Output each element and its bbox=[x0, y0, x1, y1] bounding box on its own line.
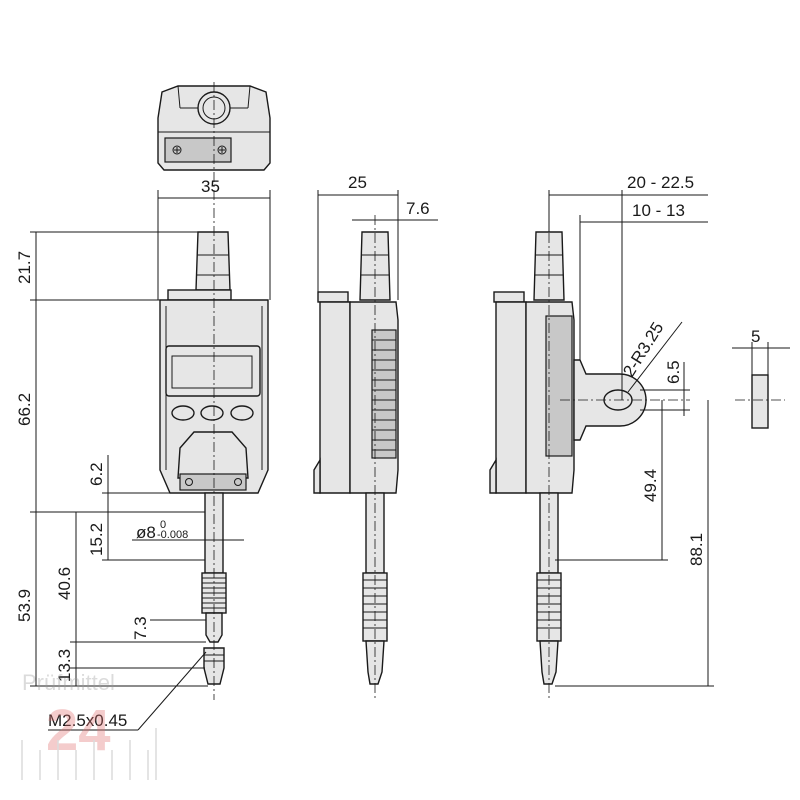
watermark-text: Prüfmittel bbox=[22, 670, 115, 695]
dim-20-22-5: 20 - 22.5 bbox=[627, 173, 694, 192]
dim-7-6: 7.6 bbox=[406, 199, 430, 218]
grip-ridges bbox=[372, 339, 396, 451]
dim-49-4: 49.4 bbox=[641, 469, 660, 502]
dim-stem-tol-upper: 0 bbox=[160, 519, 166, 531]
dim-88-1: 88.1 bbox=[687, 533, 706, 566]
dim-40-6: 40.6 bbox=[55, 567, 74, 600]
dim-13-3: 13.3 bbox=[55, 649, 74, 682]
dim-21-7: 21.7 bbox=[15, 251, 34, 284]
dim-stem-dia: ø8 bbox=[136, 523, 156, 542]
side-view-left bbox=[313, 215, 399, 700]
dim-10-13: 10 - 13 bbox=[632, 201, 685, 220]
dim-66-2: 66.2 bbox=[15, 393, 34, 426]
dim-7-3: 7.3 bbox=[131, 616, 150, 640]
dim-15-2: 15.2 bbox=[87, 523, 106, 556]
dim-thread: M2.5x0.45 bbox=[48, 711, 127, 730]
dim-35: 35 bbox=[201, 177, 220, 196]
watermark-number: 24 bbox=[46, 698, 111, 763]
dim-25: 25 bbox=[348, 173, 367, 192]
side-view-right bbox=[489, 215, 690, 700]
dim-5: 5 bbox=[751, 327, 760, 346]
dim-6-5: 6.5 bbox=[664, 360, 683, 384]
dim-53-9: 53.9 bbox=[15, 589, 34, 622]
dim-stem-tol: -0.008 bbox=[157, 529, 188, 541]
front-view bbox=[159, 82, 269, 700]
lug-section-view bbox=[735, 374, 785, 429]
watermark-logo: Prüfmittel 24 bbox=[21, 670, 157, 780]
dimension-lines bbox=[30, 190, 790, 731]
dim-6-2: 6.2 bbox=[87, 462, 106, 486]
